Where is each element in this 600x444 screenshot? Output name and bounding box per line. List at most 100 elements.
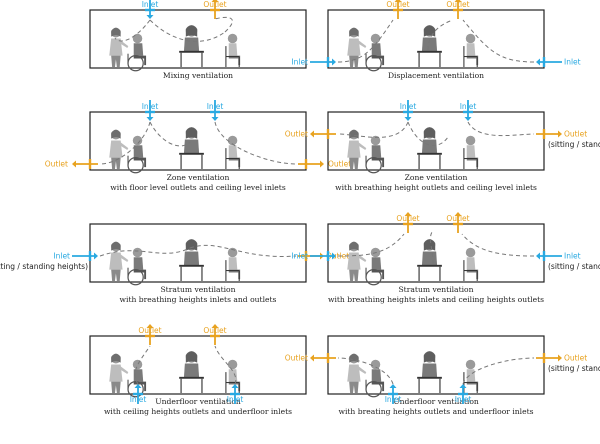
- inlet-arrow: [231, 384, 239, 404]
- panel-subtitle: with ceiling heights outlets and underfl…: [104, 407, 292, 416]
- inlet-label: Inlet: [291, 58, 308, 67]
- inlet-label: Inlet: [130, 395, 147, 404]
- inlet-arrow: [536, 252, 562, 260]
- airflow-path: [214, 121, 297, 165]
- occupants: [109, 238, 241, 286]
- inlet-label: Inlet: [142, 0, 159, 9]
- inlet-arrow: [404, 100, 412, 121]
- standing-person-figure: [347, 241, 367, 281]
- inlet-label: Inlet: [385, 395, 402, 404]
- outlet-arrow: [536, 130, 562, 138]
- outlet-label: Outlet: [203, 0, 226, 9]
- airflow-path: [462, 357, 535, 385]
- occupants: [347, 126, 479, 174]
- outlet-label: Outlet: [285, 354, 308, 363]
- wheelchair-user-figure: [365, 135, 385, 174]
- outlet-label: Outlet: [564, 354, 587, 363]
- seated-person-on-chair-figure: [225, 33, 241, 68]
- airflow-path: [134, 345, 151, 385]
- inlet-arrow: [211, 100, 219, 121]
- inlet-label: Inlet: [142, 102, 159, 111]
- airflow-path: [462, 19, 535, 63]
- outlet-label: Outlet: [386, 0, 409, 9]
- panel-subtitle: with breathing heights inlets and outlet…: [120, 295, 277, 304]
- outlet-arrow: [211, 324, 219, 345]
- heights-note: (sitting / standing heights): [548, 364, 600, 373]
- occupants: [109, 126, 241, 174]
- outlet-arrow: [454, 212, 462, 233]
- inlet-label: Inlet: [455, 395, 472, 404]
- panel-title: Underfloor ventilation: [393, 397, 479, 406]
- panel-title: Underfloor ventilation: [155, 397, 241, 406]
- standing-person-figure: [347, 27, 367, 68]
- wheelchair-user-figure: [365, 359, 385, 398]
- outlet-arrow: [454, 0, 462, 19]
- outlet-label: Outlet: [446, 0, 469, 9]
- seated-person-at-desk-figure: [416, 350, 443, 394]
- inlet-arrow: [72, 252, 98, 260]
- inlet-arrow: [146, 0, 154, 19]
- airflow-path: [427, 19, 454, 51]
- airflow-path: [337, 121, 409, 138]
- airflow-path: [149, 121, 191, 147]
- inlet-arrow: [459, 384, 467, 404]
- outlet-label: Outlet: [326, 252, 349, 261]
- inlet-label: Inlet: [400, 102, 417, 111]
- inlet-label: Inlet: [53, 252, 70, 261]
- outlet-arrow: [72, 160, 98, 168]
- heights-note: (sitting / standing heights): [0, 262, 88, 271]
- airflow-path: [214, 16, 233, 33]
- outlet-label: Outlet: [138, 326, 161, 335]
- inlet-label: Inlet: [291, 252, 308, 261]
- outlet-arrow: [211, 0, 219, 19]
- inlet-label: Inlet: [564, 252, 581, 261]
- inlet-arrow: [146, 100, 154, 121]
- inlet-label: Inlet: [207, 102, 224, 111]
- airflow-path: [99, 121, 151, 165]
- outlet-arrow: [298, 160, 324, 168]
- panel-subtitle: with breathing height outlets and ceilin…: [335, 183, 537, 192]
- outlet-arrow: [310, 354, 336, 362]
- panel-title: Stratum ventilation: [398, 285, 473, 294]
- seated-person-on-chair-figure: [463, 247, 479, 282]
- room-outline: [89, 111, 307, 171]
- inlet-arrow: [389, 384, 397, 404]
- outlet-arrow: [404, 212, 412, 233]
- inlet-arrow: [134, 384, 142, 404]
- panel-title: Displacement ventilation: [388, 71, 484, 80]
- room-outline: [89, 335, 307, 395]
- airflow-path: [149, 19, 226, 42]
- occupants: [109, 24, 241, 72]
- heights-note: (sitting / standing heights): [548, 262, 600, 271]
- seated-person-on-chair-figure: [463, 359, 479, 394]
- occupants: [109, 350, 241, 398]
- panel-subtitle: with breating heights outlets and underf…: [338, 407, 533, 416]
- airflow-path: [337, 357, 394, 385]
- panel-subtitle: with floor level outlets and ceiling lev…: [110, 183, 286, 192]
- occupants: [347, 24, 479, 72]
- inlet-arrow: [536, 58, 562, 66]
- seated-person-on-chair-figure: [463, 33, 479, 68]
- wheelchair-user-figure: [127, 135, 147, 174]
- outlet-label: Outlet: [396, 214, 419, 223]
- seated-person-at-desk-figure: [178, 350, 205, 394]
- airflow-path: [99, 247, 191, 257]
- panel-title: Mixing ventilation: [163, 71, 233, 80]
- room-outline: [327, 335, 545, 395]
- inlet-label: Inlet: [227, 395, 244, 404]
- wheelchair-user-figure: [127, 33, 147, 72]
- outlet-arrow: [310, 130, 336, 138]
- airflow-path: [337, 19, 394, 63]
- panel-title: Zone ventilation: [405, 173, 468, 182]
- outlet-arrow: [536, 354, 562, 362]
- heights-note: (sitting / standing heights): [548, 140, 600, 149]
- panel-title: Zone ventilation: [167, 173, 230, 182]
- wheelchair-user-figure: [365, 33, 385, 72]
- outlet-label: Outlet: [285, 130, 308, 139]
- airflow-path: [461, 233, 535, 257]
- standing-person-figure: [109, 241, 129, 281]
- outlet-label: Outlet: [564, 130, 587, 139]
